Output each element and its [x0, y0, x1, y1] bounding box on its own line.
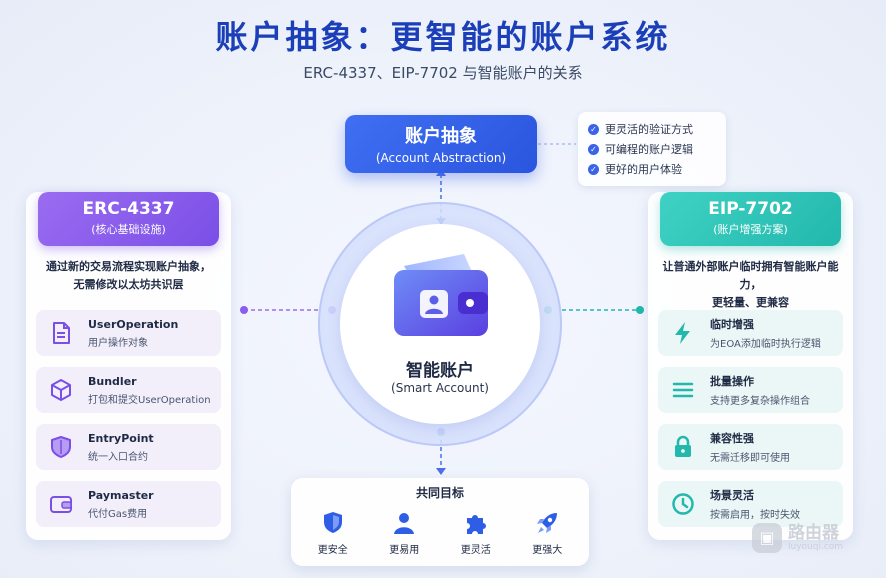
cube-icon — [51, 379, 71, 401]
erc4337-subtitle: (核心基础设施) — [91, 223, 166, 236]
eip7702-description: 让普通外部账户临时拥有智能账户能力， 更轻量、更兼容 — [658, 258, 843, 312]
rocket-icon — [537, 513, 558, 533]
goal-item: 更灵活 — [443, 510, 509, 556]
erc4337-header: ERC-4337 (核心基础设施) — [38, 192, 219, 246]
benefit-label: 更好的用户体验 — [605, 163, 682, 176]
goals-title: 共同目标 — [415, 486, 464, 500]
account-abstraction-subtitle: (Account Abstraction) — [375, 151, 507, 165]
eip7702-item-compatible: 兼容性强 无需迁移即可使用 — [658, 424, 843, 470]
benefit-item: ✓ 更好的用户体验 — [588, 159, 716, 179]
router-logo-icon: ▣ — [752, 523, 782, 553]
goal-item: 更强大 — [514, 510, 580, 556]
goal-label: 更易用 — [389, 545, 420, 556]
goal-label: 更强大 — [532, 545, 563, 556]
erc4337-title: ERC-4337 — [82, 199, 175, 219]
page-title: 账户抽象：更智能的账户系统 — [215, 18, 671, 56]
page-subtitle: ERC-4337、EIP-7702 与智能账户的关系 — [303, 64, 583, 82]
item-desc: 打包和提交UserOperation — [88, 394, 211, 406]
erc4337-item-bundler: Bundler 打包和提交UserOperation — [36, 367, 221, 413]
erc4337-desc-line: 无需修改以太坊共识层 — [73, 278, 184, 291]
watermark-url: luyouqi.com — [788, 542, 844, 552]
erc4337-panel: ERC-4337 (核心基础设施) 通过新的交易流程实现账户抽象， 无需修改以太… — [26, 192, 231, 540]
smart-account-subtitle: (Smart Account) — [391, 381, 489, 395]
benefits-list: ✓ 更灵活的验证方式 ✓ 可编程的账户逻辑 ✓ 更好的用户体验 — [578, 112, 726, 186]
item-desc: 为EOA添加临时执行逻辑 — [710, 339, 821, 350]
benefit-label: 更灵活的验证方式 — [605, 123, 693, 136]
item-desc: 统一入口合约 — [88, 451, 148, 463]
erc4337-desc-line: 通过新的交易流程实现账户抽象， — [46, 260, 211, 273]
eip7702-item-flexible: 场景灵活 按需启用，按时失效 — [658, 481, 843, 527]
item-desc: 代付Gas费用 — [88, 508, 148, 520]
eip7702-desc-line: 让普通外部账户临时拥有智能账户能力， — [662, 260, 839, 291]
eip7702-title: EIP-7702 — [708, 199, 793, 219]
eip7702-subtitle: (账户增强方案) — [713, 223, 788, 236]
user-icon — [394, 513, 415, 534]
eip7702-panel: EIP-7702 (账户增强方案) 让普通外部账户临时拥有智能账户能力， 更轻量… — [648, 192, 853, 540]
wallet-icon — [394, 254, 488, 336]
benefit-item: ✓ 更灵活的验证方式 — [588, 119, 716, 139]
connector-left-dot-outer — [240, 306, 248, 314]
arrow-down-icon — [436, 468, 446, 475]
erc4337-item-paymaster: Paymaster 代付Gas费用 — [36, 481, 221, 527]
item-name: EntryPoint — [88, 431, 154, 445]
puzzle-icon — [466, 515, 486, 534]
item-name: 场景灵活 — [710, 489, 754, 502]
erc4337-item-entrypoint: EntryPoint 统一入口合约 — [36, 424, 221, 470]
shield-icon — [51, 436, 71, 458]
goal-item: 更易用 — [371, 510, 437, 556]
smart-account-title: 智能账户 — [406, 361, 474, 381]
item-name: UserOperation — [88, 317, 179, 331]
eip7702-header: EIP-7702 (账户增强方案) — [660, 192, 841, 246]
check-icon: ✓ — [588, 163, 599, 175]
goal-label: 更安全 — [317, 545, 348, 556]
watermark: ▣ 路由器 luyouqi.com — [752, 516, 872, 560]
check-icon: ✓ — [588, 123, 599, 135]
item-name: 批量操作 — [710, 375, 754, 388]
connector-right-dot-outer — [636, 306, 644, 314]
benefit-item: ✓ 可编程的账户逻辑 — [588, 139, 716, 159]
eip7702-item-temporary: 临时增强 为EOA添加临时执行逻辑 — [658, 310, 843, 356]
item-desc: 用户操作对象 — [88, 337, 148, 349]
item-desc: 按需启用，按时失效 — [710, 510, 800, 521]
clock-icon — [672, 493, 694, 515]
wallet-icon — [50, 496, 72, 513]
erc4337-item-useroperation: UserOperation 用户操作对象 — [36, 310, 221, 356]
watermark-name: 路由器 — [788, 523, 839, 543]
eip7702-desc-line: 更轻量、更兼容 — [712, 296, 789, 309]
item-name: Paymaster — [88, 488, 154, 502]
check-icon: ✓ — [588, 143, 599, 155]
document-icon — [53, 322, 70, 344]
common-goals-box: 共同目标 更安全 更易用 更灵活 — [291, 478, 589, 566]
account-abstraction-box: 账户抽象 (Account Abstraction) — [345, 115, 537, 173]
account-abstraction-title: 账户抽象 — [405, 126, 477, 147]
item-desc: 支持更多复杂操作组合 — [710, 396, 810, 407]
item-name: 临时增强 — [710, 318, 754, 331]
item-desc: 无需迁移即可使用 — [710, 453, 790, 464]
item-name: Bundler — [88, 374, 137, 388]
eip7702-item-batch: 批量操作 支持更多复杂操作组合 — [658, 367, 843, 413]
item-name: 兼容性强 — [710, 432, 754, 445]
shield-icon — [323, 512, 342, 533]
erc4337-description: 通过新的交易流程实现账户抽象， 无需修改以太坊共识层 — [36, 258, 221, 294]
benefit-label: 可编程的账户逻辑 — [605, 143, 693, 156]
lock-icon — [675, 435, 691, 457]
list-icon — [672, 382, 694, 398]
goal-item: 更安全 — [300, 510, 366, 556]
goal-label: 更灵活 — [460, 545, 491, 556]
lightning-icon — [675, 322, 690, 344]
